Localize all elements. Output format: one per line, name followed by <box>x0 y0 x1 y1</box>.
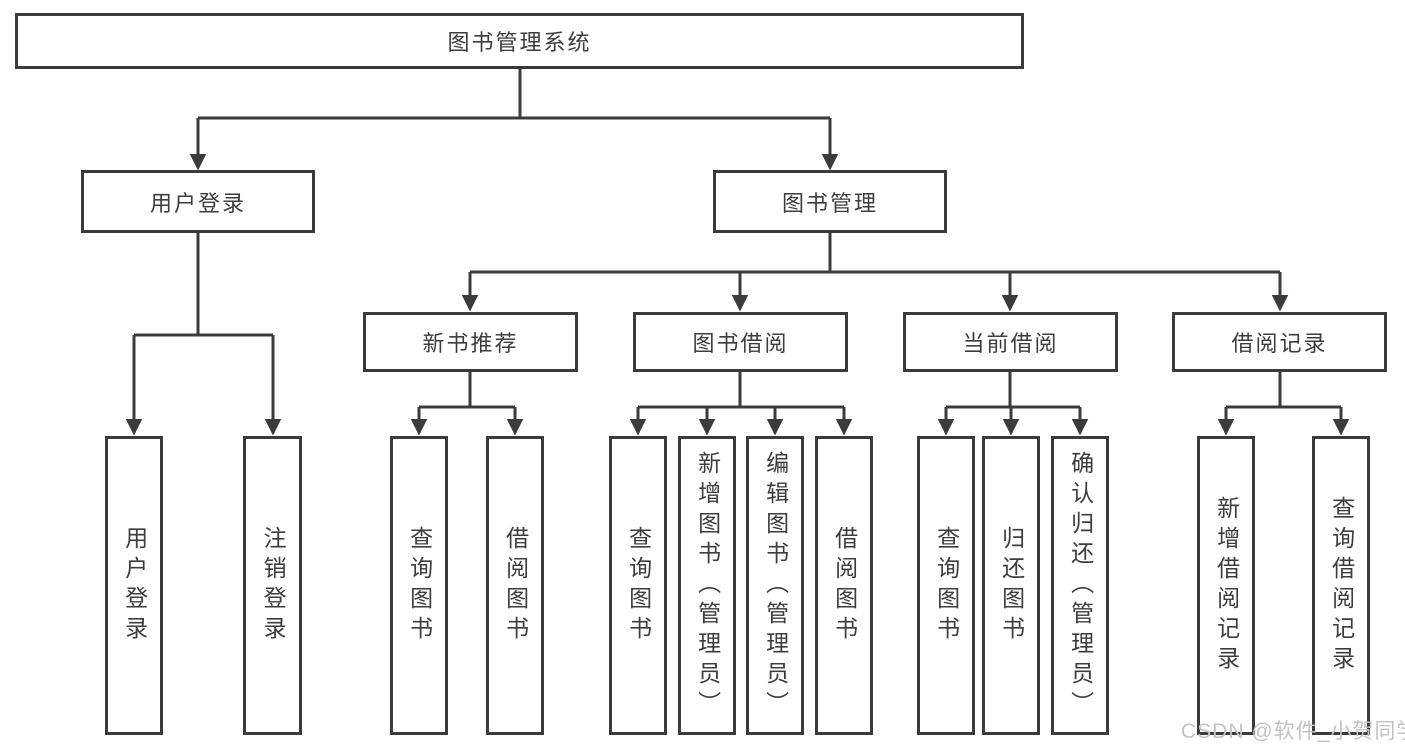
leaf-label: 查询图书 <box>625 525 652 646</box>
watermark: CSDN @软件_小贺同学 <box>1181 720 1405 743</box>
node-label: 新书推荐 <box>422 331 519 356</box>
leaf-label: 借阅图书 <box>502 525 529 646</box>
leaf-label: 查询图书 <box>933 525 960 646</box>
node-label: 用户登录 <box>149 190 246 216</box>
connector-book-management-children <box>461 233 1289 312</box>
node-label: 图书借阅 <box>692 331 789 356</box>
leaf-label: 查询借阅记录 <box>1328 495 1355 676</box>
leaf-query-books-recommend: 查询图书 <box>390 436 448 735</box>
leaf-label: 归还图书 <box>998 525 1025 646</box>
leaf-label: 借阅图书 <box>831 525 858 646</box>
leaf-confirm-return-admin: 确认归还（管理员） <box>1051 436 1109 735</box>
leaf-query-books-borrow: 查询图书 <box>609 436 667 735</box>
leaf-return-book: 归还图书 <box>982 436 1040 735</box>
node-label: 图书管理系统 <box>447 30 592 55</box>
leaf-add-book-admin: 新增图书（管理员） <box>678 436 736 735</box>
node-book-management: 图书管理 <box>713 170 947 233</box>
leaf-label: 编辑图书（管理员） <box>762 450 789 721</box>
connector-new-book-recommend-children <box>410 372 524 436</box>
node-label: 当前借阅 <box>962 331 1059 356</box>
leaf-label: 新增图书（管理员） <box>694 450 721 721</box>
leaf-add-borrow-record: 新增借阅记录 <box>1197 436 1255 735</box>
leaf-label: 注销登录 <box>260 525 287 646</box>
leaf-label: 确认归还（管理员） <box>1067 450 1094 721</box>
leaf-logout: 注销登录 <box>243 436 302 735</box>
leaf-borrow-books-recommend: 借阅图书 <box>486 436 544 735</box>
connector-user-login-children <box>125 233 282 436</box>
node-user-login: 用户登录 <box>81 170 315 233</box>
leaf-label: 用户登录 <box>121 525 148 646</box>
node-current-borrow: 当前借阅 <box>903 312 1118 372</box>
connector-book-borrow-children <box>629 372 853 436</box>
connector-root-to-level2 <box>189 69 839 171</box>
leaf-label: 查询图书 <box>406 525 433 646</box>
node-label: 借阅记录 <box>1231 331 1328 356</box>
leaf-query-borrow-record: 查询借阅记录 <box>1312 436 1370 735</box>
node-new-book-recommend: 新书推荐 <box>363 312 578 372</box>
leaf-label: 新增借阅记录 <box>1213 495 1240 676</box>
connector-current-borrow-children <box>937 372 1089 436</box>
node-label: 图书管理 <box>781 190 878 216</box>
leaf-edit-book-admin: 编辑图书（管理员） <box>746 436 804 735</box>
node-library-management-system: 图书管理系统 <box>15 13 1024 69</box>
node-book-borrow: 图书借阅 <box>633 312 848 372</box>
leaf-user-login: 用户登录 <box>105 436 163 735</box>
connector-borrow-records-children <box>1217 372 1350 436</box>
leaf-borrow-book: 借阅图书 <box>815 436 873 735</box>
leaf-query-books-current: 查询图书 <box>917 436 975 735</box>
node-borrow-records: 借阅记录 <box>1172 312 1387 372</box>
